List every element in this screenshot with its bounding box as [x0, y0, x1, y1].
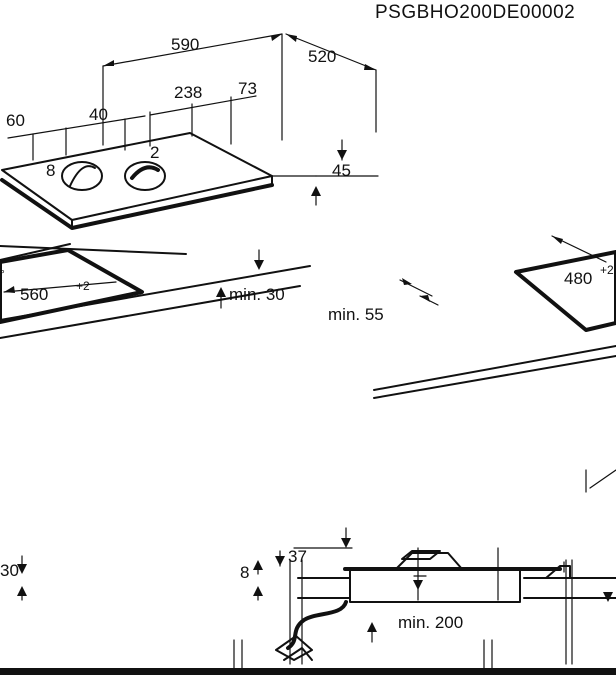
dim-min200-label: min. 200 [398, 613, 463, 632]
dim-560 [3, 281, 117, 293]
dim-37-label: 37 [288, 547, 307, 566]
right-reference [585, 469, 616, 493]
dim-560-label: 560 [20, 285, 48, 304]
section-body [233, 547, 616, 669]
dim-480-label: 480 [564, 269, 592, 288]
hob-outline [0, 132, 274, 230]
dim-45-label: 45 [332, 161, 351, 180]
burner-mark-left: 8 [46, 161, 55, 180]
drawing-code: PSGBHO200DE00002 [375, 2, 575, 23]
cutout-left [0, 248, 144, 324]
dim-8-label: 8 [240, 563, 249, 582]
dim-60-40 [7, 115, 146, 161]
cutout-right [514, 250, 616, 332]
dim-30-left-label: 30 [0, 561, 19, 580]
dim-590 [102, 33, 283, 146]
dim-45 [269, 139, 379, 206]
dim-238-73 [149, 95, 257, 147]
dim-min55 [399, 278, 439, 306]
dim-73-label: 73 [238, 79, 257, 98]
dim-left-small: ° [0, 267, 5, 281]
burner-left-icon [61, 161, 103, 191]
burner-right-icon [124, 161, 166, 191]
burner-mark-right: 2 [150, 143, 159, 162]
dim-238-label: 238 [174, 83, 202, 102]
dim-min200 [367, 561, 613, 643]
dim-30-left [17, 555, 27, 601]
dim-590-label: 590 [171, 35, 199, 54]
dim-min30-label: min. 30 [229, 285, 285, 304]
dim-8-37 [253, 527, 353, 601]
worktop-outline [0, 243, 616, 399]
dim-40-label: 40 [89, 105, 108, 124]
dim-480 [551, 235, 607, 263]
dim-min55-label: min. 55 [328, 305, 384, 324]
gas-connection-icon [275, 600, 348, 661]
dim-60-label: 60 [6, 111, 25, 130]
dim-520-label: 520 [308, 47, 336, 66]
dim-520 [285, 33, 377, 133]
dim-480-tolerance: +2 [600, 263, 614, 277]
dim-560-tolerance: +2 [76, 279, 90, 293]
dim-min30 [216, 249, 264, 309]
bottom-border [0, 668, 616, 675]
